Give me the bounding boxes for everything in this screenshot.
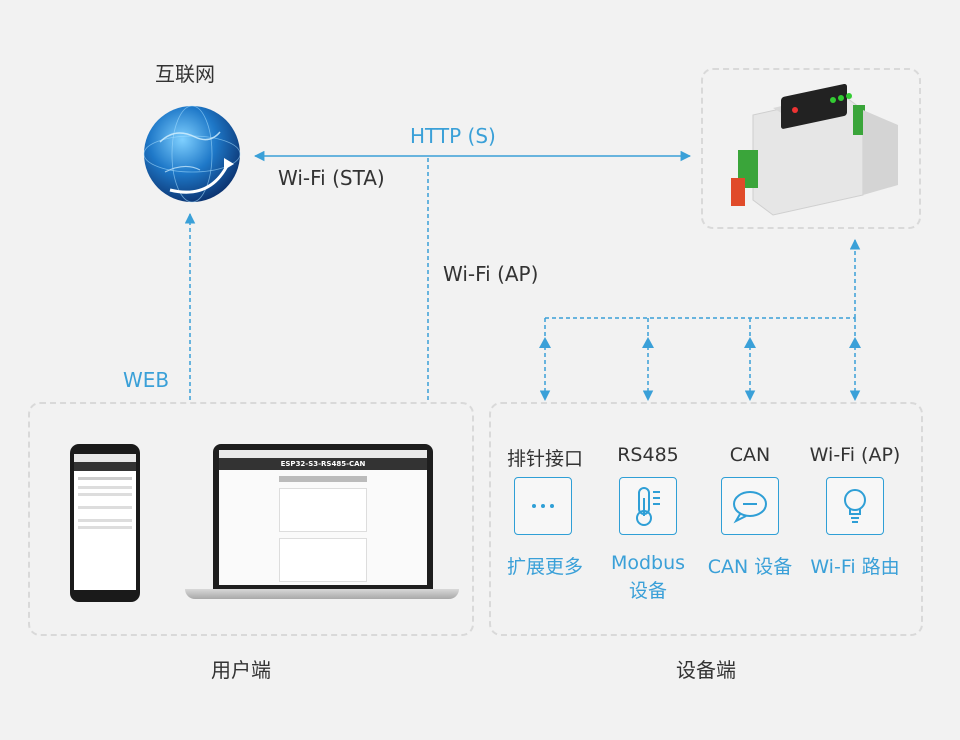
user-side-panel: ESP32-S3-RS485-CAN (28, 402, 474, 636)
user-side-label: 用户端 (211, 658, 271, 682)
item-caption-wifi-router: Wi-Fi 路由 (810, 556, 900, 578)
laptop-screen-title: ESP32-S3-RS485-CAN (219, 458, 427, 470)
item-caption-expand: 扩展更多 (506, 556, 583, 578)
item-caption-modbus-device: 设备 (628, 580, 667, 602)
ellipsis-icon (514, 477, 572, 535)
laptop-base (185, 589, 459, 599)
din-rail-device-icon (731, 83, 898, 216)
laptop-screen: ESP32-S3-RS485-CAN (219, 450, 427, 585)
phone-screen (74, 454, 136, 590)
web-label: WEB (123, 368, 170, 392)
http-label: HTTP (S) (410, 124, 496, 148)
item-title-rs485: RS485 (617, 444, 679, 466)
laptop: ESP32-S3-RS485-CAN (213, 444, 433, 589)
item-caption-can-device: CAN 设备 (707, 556, 793, 578)
internet-label: 互联网 (155, 62, 215, 86)
wifi-ap-label: Wi-Fi (AP) (443, 262, 539, 286)
wifi-sta-label: Wi-Fi (STA) (278, 166, 385, 190)
globe-icon (143, 105, 241, 203)
chat-bubble-icon (721, 477, 779, 535)
item-title-can: CAN (729, 444, 771, 466)
item-title-wifi-ap: Wi-Fi (AP) (809, 444, 901, 466)
lightbulb-icon (826, 477, 884, 535)
thermometer-icon (619, 477, 677, 535)
item-title-pin-header: 排针接口 (506, 448, 583, 470)
device-side-label: 设备端 (676, 658, 736, 682)
item-caption-modbus: Modbus (610, 552, 686, 574)
smartphone (70, 444, 140, 602)
device-image-frame (701, 68, 921, 229)
